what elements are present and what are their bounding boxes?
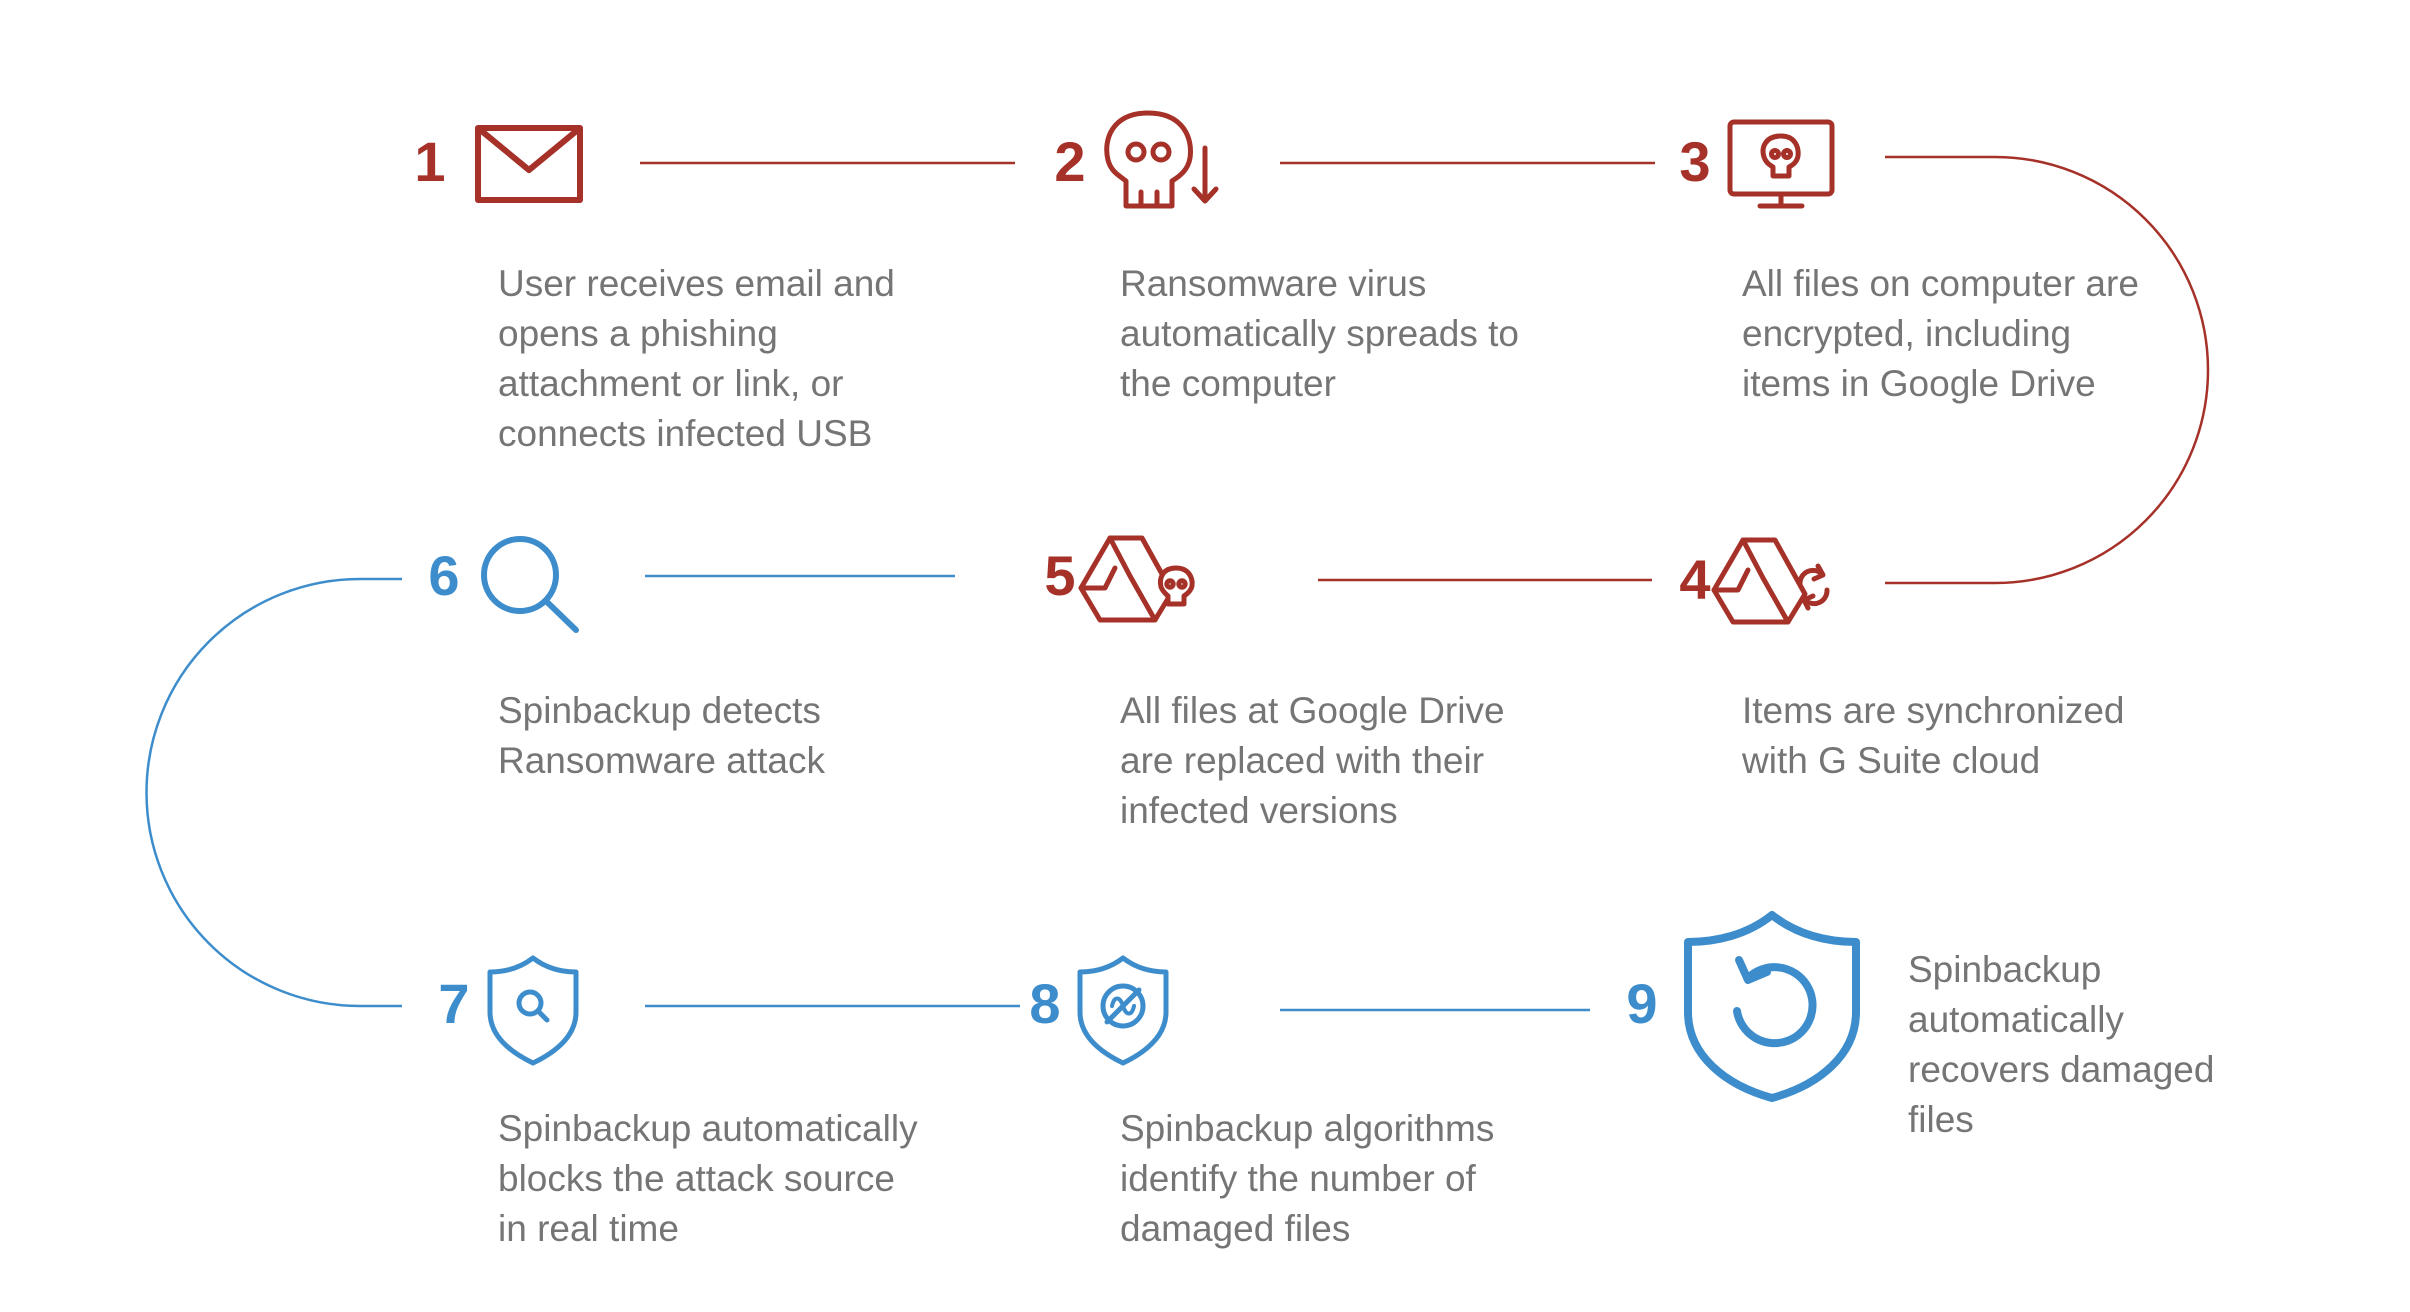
step-number-5: 5 bbox=[1044, 544, 1076, 607]
step-description-7: Spinbackup automatically blocks the atta… bbox=[498, 1108, 918, 1249]
step-number-3: 3 bbox=[1679, 130, 1711, 193]
skull-download-icon bbox=[1104, 110, 1219, 209]
drive-skull-icon bbox=[1078, 535, 1195, 623]
envelope-icon bbox=[475, 125, 583, 203]
step-number-4: 4 bbox=[1679, 548, 1711, 611]
connector-6-7 bbox=[145, 577, 402, 1008]
step-description-2: Ransomware virus automatically spreads t… bbox=[1120, 263, 1519, 404]
magnifier-icon bbox=[481, 536, 579, 633]
step-number-1: 1 bbox=[414, 130, 446, 193]
step-number-2: 2 bbox=[1054, 130, 1086, 193]
connector-3-4 bbox=[1885, 155, 2210, 585]
shield-block-icon bbox=[1077, 955, 1169, 1066]
step-number-8: 8 bbox=[1029, 972, 1061, 1035]
drive-sync-icon bbox=[1711, 537, 1830, 625]
step-number-9: 9 bbox=[1626, 972, 1658, 1035]
step-description-6: Spinbackup detects Ransomware attack bbox=[498, 690, 825, 781]
shield-search-icon bbox=[487, 955, 579, 1066]
step-number-6: 6 bbox=[428, 544, 460, 607]
monitor-skull-icon bbox=[1727, 119, 1835, 209]
step-number-7: 7 bbox=[438, 972, 470, 1035]
step-description-4: Items are synchronized with G Suite clou… bbox=[1742, 690, 2125, 781]
shield-restore-icon bbox=[1684, 911, 1860, 1102]
step-description-9: Spinbackup automatically recovers damage… bbox=[1908, 949, 2215, 1140]
step-description-1: User receives email and opens a phishing… bbox=[498, 263, 895, 454]
step-description-5: All files at Google Drive are replaced w… bbox=[1120, 690, 1505, 831]
step-description-3: All files on computer are encrypted, inc… bbox=[1742, 263, 2139, 404]
step-description-8: Spinbackup algorithms identify the numbe… bbox=[1120, 1108, 1495, 1249]
